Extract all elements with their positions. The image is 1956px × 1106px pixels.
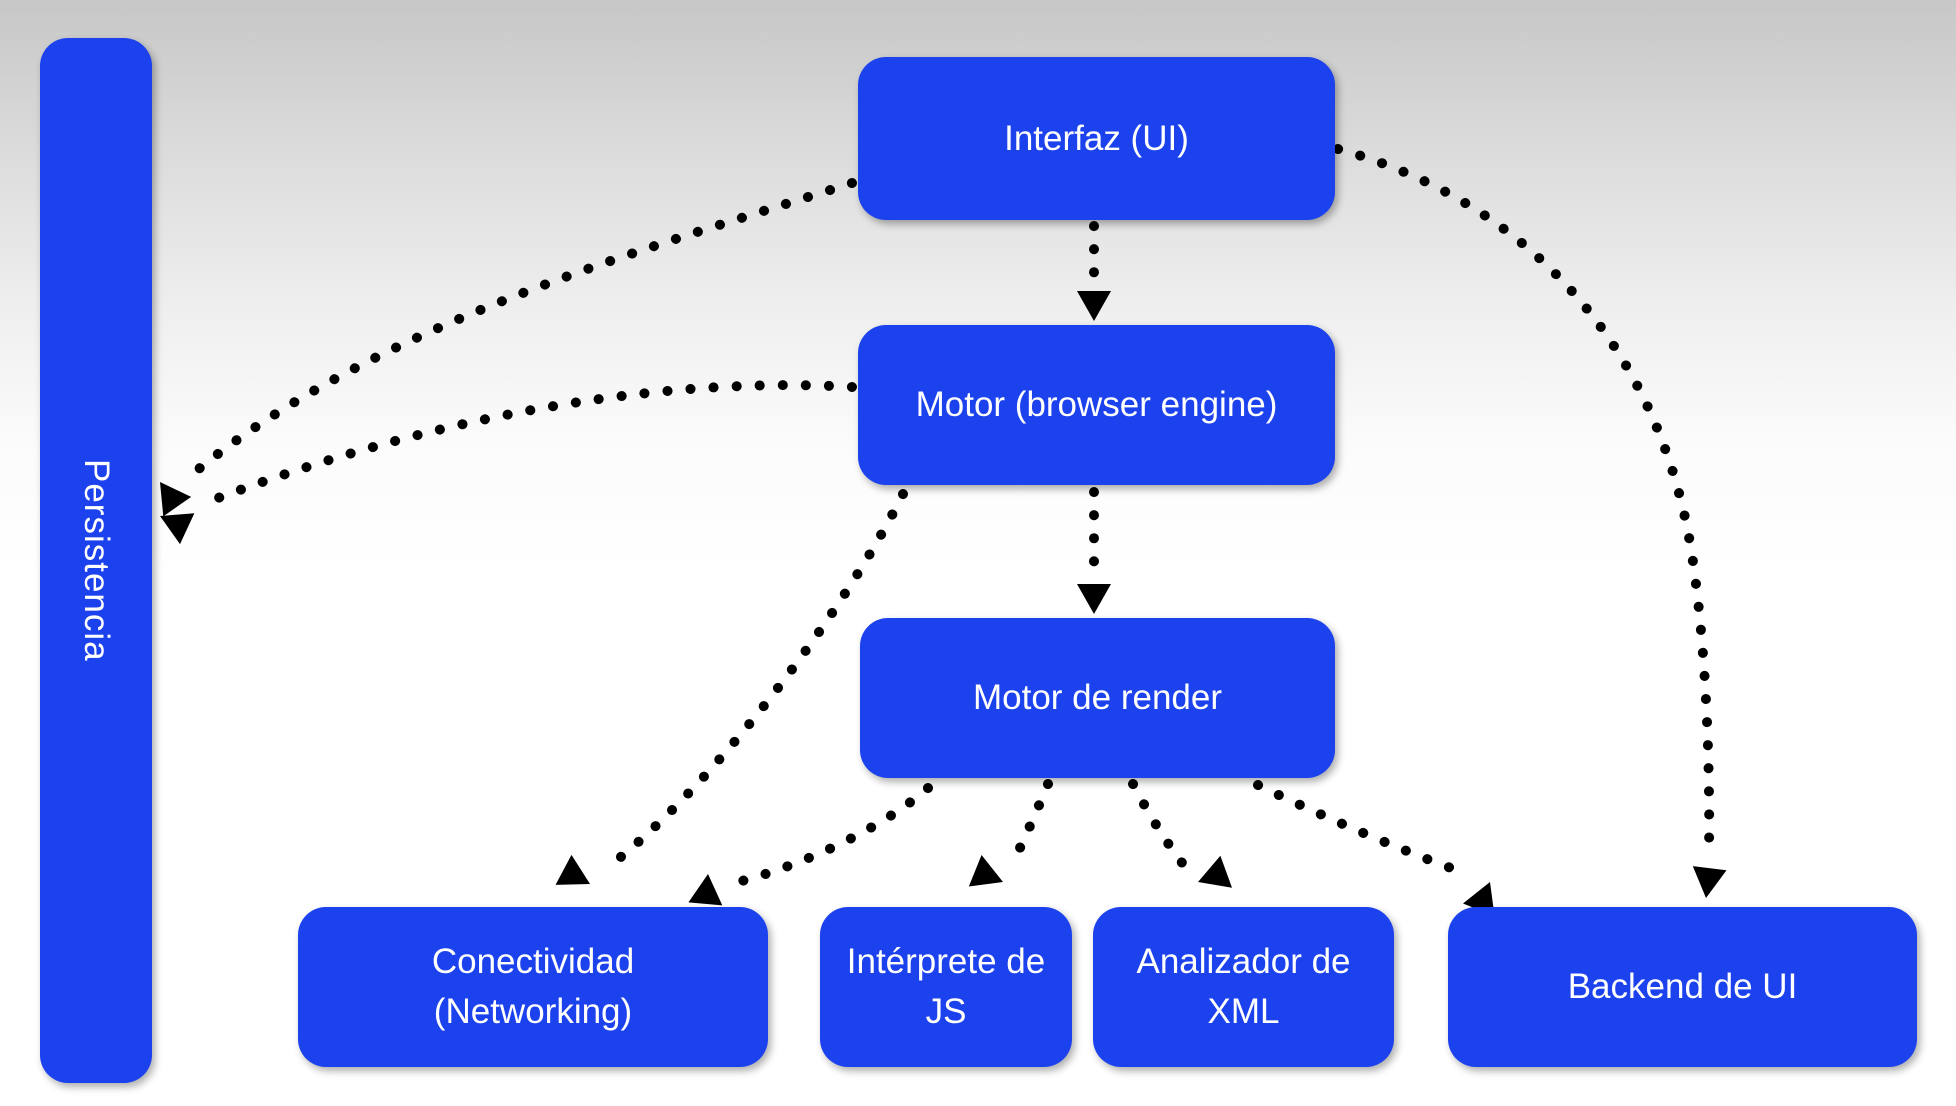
node-analizador-xml: Analizador de XML <box>1093 907 1394 1067</box>
arrowhead-persistencia-upper <box>160 482 192 517</box>
node-motor-browser-engine-label: Motor (browser engine) <box>915 385 1278 425</box>
node-motor-de-render-label: Motor de render <box>972 678 1223 718</box>
edge-render-interprete <box>1005 779 1053 873</box>
node-interprete-js: Intérprete de JS <box>820 907 1072 1067</box>
edge-motor-conectividad <box>602 489 908 873</box>
node-conectividad: Conectividad (Networking) <box>298 907 768 1067</box>
arrowhead-conectividad-left <box>555 854 590 885</box>
node-backend-ui: Backend de UI <box>1448 907 1917 1067</box>
node-motor-de-render: Motor de render <box>860 618 1335 778</box>
node-persistencia-label: Persistencia <box>76 459 116 662</box>
edge-motor-persistencia <box>200 380 857 508</box>
node-interfaz-ui-label: Interfaz (UI) <box>1004 118 1189 158</box>
arrowhead-persistencia-lower <box>160 513 195 545</box>
arrowhead-backend-right <box>1692 866 1727 898</box>
node-conectividad-label: Conectividad (Networking) <box>431 942 635 1031</box>
arrowhead-interprete <box>968 854 1003 887</box>
edge-render-analizador <box>1128 779 1188 869</box>
edge-interfaz-backend <box>1333 144 1715 857</box>
edge-interfaz-persistencia <box>190 178 857 477</box>
arrowhead-conectividad-up <box>688 874 723 906</box>
node-backend-ui-label: Backend de UI <box>1567 967 1798 1007</box>
arrowhead-motor-top <box>1077 291 1111 321</box>
edge-render-backend <box>1253 780 1473 879</box>
node-analizador-xml-label: Analizador de XML <box>1136 942 1351 1031</box>
node-motor-browser-engine: Motor (browser engine) <box>858 325 1335 485</box>
arrowhead-analizador <box>1198 855 1233 888</box>
edge-render-conectividad <box>733 783 933 887</box>
node-persistencia: Persistencia <box>40 38 152 1083</box>
node-interfaz-ui: Interfaz (UI) <box>858 57 1335 220</box>
arrowhead-render-top <box>1077 584 1111 614</box>
node-interprete-js-label: Intérprete de JS <box>846 942 1046 1031</box>
